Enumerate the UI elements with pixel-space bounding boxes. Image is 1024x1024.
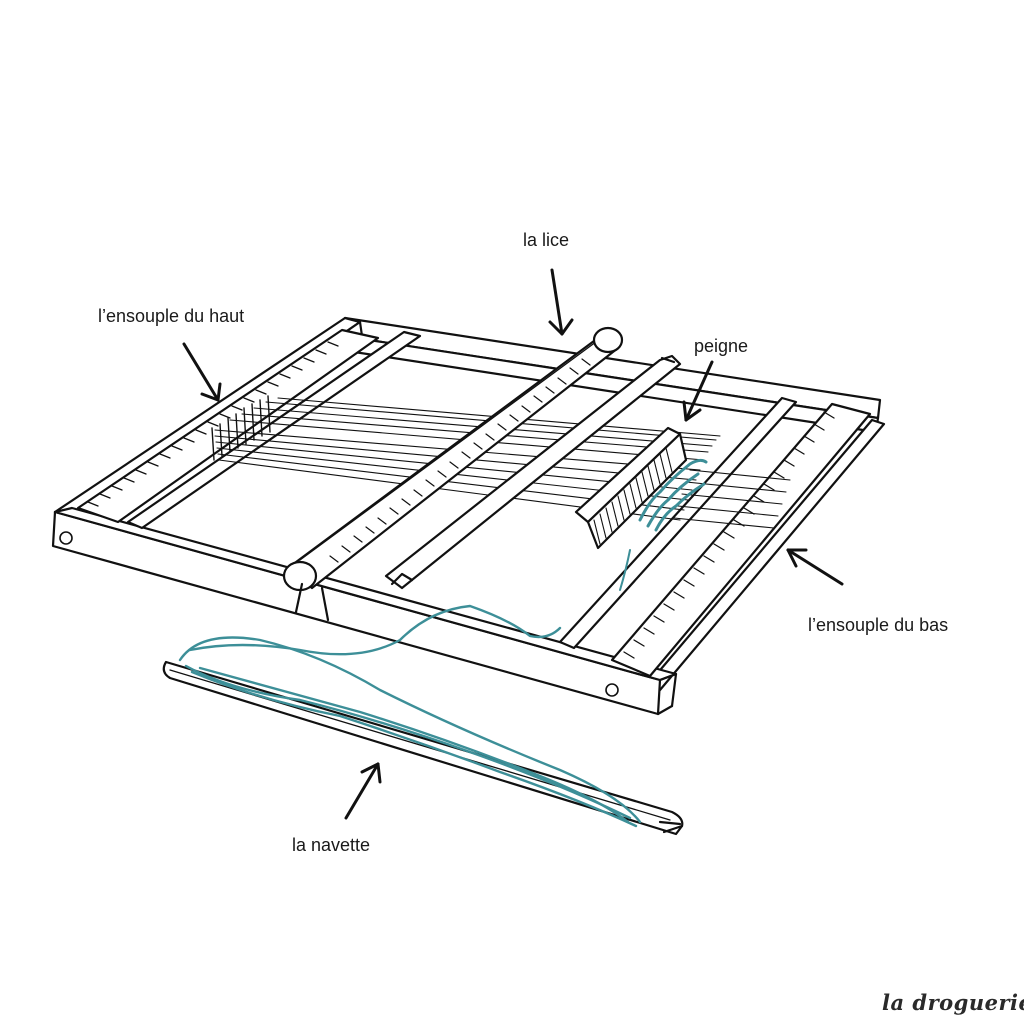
loose-yarn xyxy=(188,604,562,656)
inner-bars xyxy=(126,330,798,650)
arrow-shuttle xyxy=(344,762,382,820)
heddle-bar xyxy=(282,326,624,622)
frame-bolts xyxy=(59,531,619,697)
arrow-bottom-beam xyxy=(786,548,844,586)
comb xyxy=(574,426,688,550)
label-heddle: la lice xyxy=(523,230,570,250)
arrow-top-beam xyxy=(182,342,222,402)
label-comb: peigne xyxy=(694,336,749,356)
label-top-beam: l’ensouple du haut xyxy=(98,306,245,326)
woven-fabric xyxy=(619,458,708,591)
bottom-beam-teeth xyxy=(623,411,835,659)
stick-shuttle-on-loom xyxy=(384,354,682,590)
stick-shuttle xyxy=(162,636,684,836)
label-bottom-beam: l’ensouple du bas xyxy=(808,615,949,635)
arrow-heddle xyxy=(548,268,574,336)
shuttle-yarn xyxy=(178,636,642,828)
brand-logo: la droguerie xyxy=(882,990,1024,1015)
label-shuttle: la navette xyxy=(292,835,371,855)
top-beam-teeth xyxy=(87,341,339,507)
arrows xyxy=(182,268,844,820)
arrow-comb xyxy=(682,360,714,422)
